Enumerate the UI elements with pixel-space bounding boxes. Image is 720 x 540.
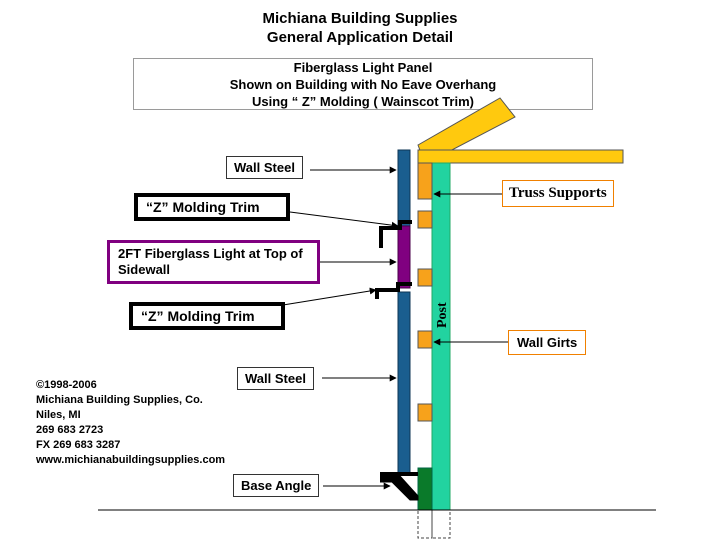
girt-3	[417, 330, 433, 349]
base-angle	[380, 475, 419, 501]
post-below-grade	[431, 509, 451, 539]
caption-box: Fiberglass Light Panel Shown on Building…	[133, 58, 593, 110]
roof-eave-member	[417, 149, 624, 164]
label-z-molding-top: “Z” Molding Trim	[134, 193, 290, 221]
leader-z-molding-bottom	[282, 287, 377, 306]
label-wall-girts: Wall Girts	[508, 330, 587, 355]
page-title: Michiana Building Supplies	[262, 10, 458, 27]
post-label: Post	[435, 302, 450, 328]
truss-support	[417, 162, 433, 200]
company-name: Michiana Building Supplies, Co.	[36, 394, 203, 406]
base-block	[417, 467, 433, 511]
label-wall-steel-bottom: Wall Steel	[237, 367, 314, 390]
wall-steel-upper	[397, 149, 411, 227]
wall-steel-lower	[397, 291, 411, 475]
label-fiberglass-light: 2FT Fiberglass Light at Top of Sidewall	[107, 240, 320, 284]
label-truss-supports: Truss Supports	[502, 180, 614, 207]
girt-1	[417, 210, 433, 229]
post	[431, 162, 451, 511]
leader-z-molding-top	[289, 211, 399, 229]
girt-4	[417, 403, 433, 422]
z-molding-top	[379, 220, 412, 248]
caption-line-3: Using “ Z” Molding ( Wainscot Trim)	[252, 94, 474, 109]
website: www.michianabuildingsupplies.com	[36, 454, 226, 466]
girt-2	[417, 268, 433, 287]
label-wall-steel-top: Wall Steel	[226, 156, 303, 179]
label-base-angle: Base Angle	[233, 474, 320, 497]
z-molding-bottom	[375, 282, 412, 299]
phone: 269 683 2723	[36, 424, 104, 436]
copyright-line: ©1998-2006	[36, 379, 97, 391]
caption-line-1: Fiberglass Light Panel	[293, 60, 433, 75]
copyright-block: ©1998-2006 Michiana Building Supplies, C…	[36, 378, 225, 468]
caption-line-2: Shown on Building with No Eave Overhang	[229, 77, 497, 92]
fax: FX 269 683 3287	[36, 439, 121, 451]
base-block-below-grade	[417, 509, 433, 539]
page-subtitle: General Application Detail	[266, 29, 454, 46]
city: Niles, MI	[36, 409, 81, 421]
label-z-molding-bottom: “Z” Molding Trim	[129, 302, 285, 330]
fiberglass-light-panel	[397, 225, 411, 289]
